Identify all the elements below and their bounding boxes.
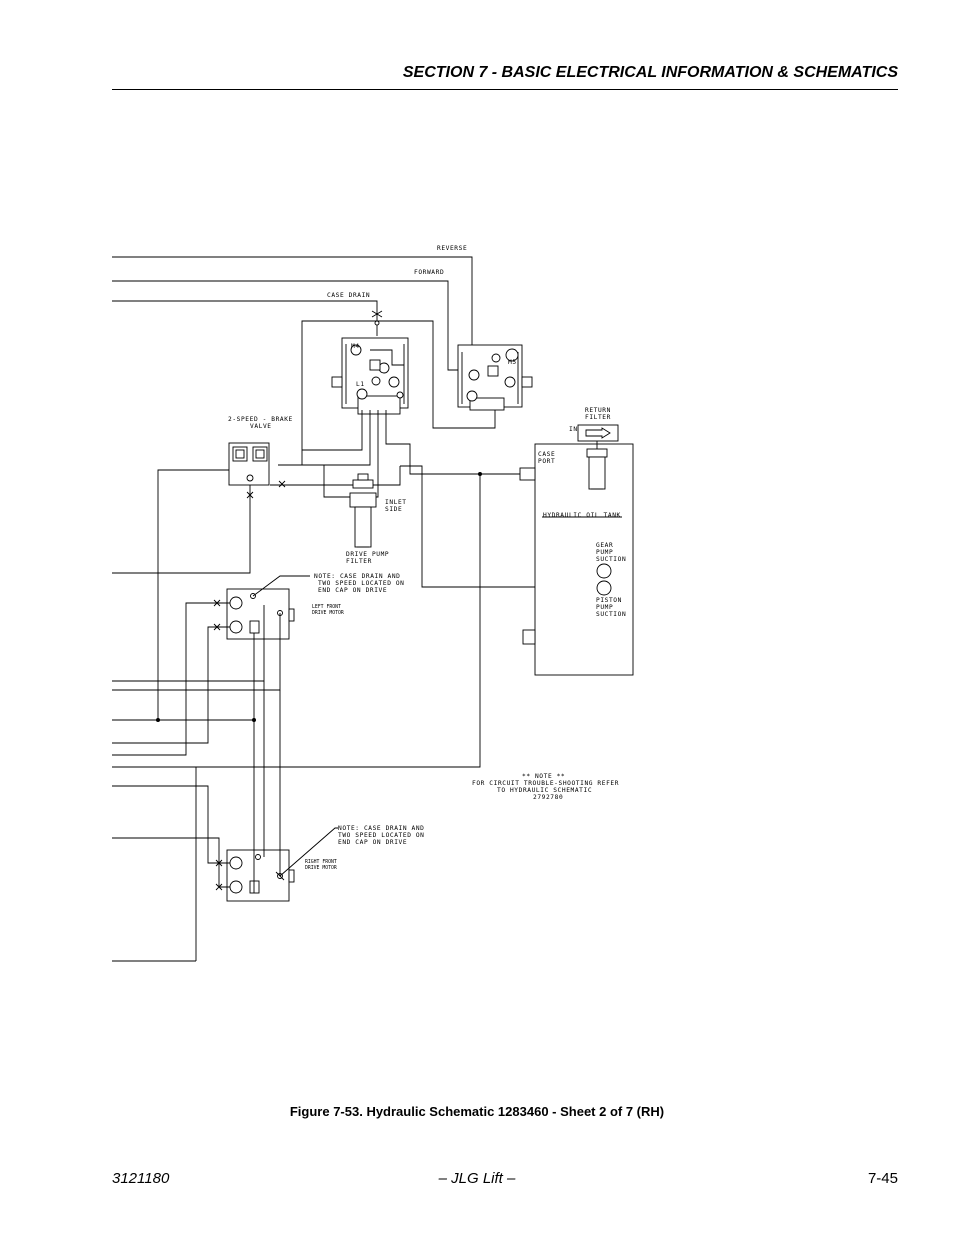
label-drive-pump-filter-2: FILTER	[346, 558, 372, 565]
drive-pump-filter	[349, 473, 377, 548]
label-return-filter-1: RETURN	[585, 407, 611, 414]
label-main-note-1: ** NOTE **	[522, 773, 565, 780]
label-case-port-2: PORT	[538, 458, 555, 465]
label-forward: FORWARD	[414, 269, 444, 276]
label-drive-pump-filter-1: DRIVE PUMP	[346, 551, 389, 558]
label-note1-1: NOTE: CASE DRAIN AND	[314, 573, 401, 580]
label-main-note-3: TO HYDRAULIC SCHEMATIC	[497, 787, 592, 794]
label-in: IN	[569, 426, 578, 433]
label-main-note-4: 2792780	[533, 794, 563, 801]
label-m5: M5	[508, 359, 517, 366]
doc-number: 3121180	[112, 1170, 170, 1187]
label-case-drain: CASE DRAIN	[327, 292, 370, 299]
section-title: SECTION 7 - BASIC ELECTRICAL INFORMATION…	[402, 64, 898, 81]
schematic-labels: REVERSE FORWARD CASE DRAIN M4 L1 M5 RETU…	[228, 245, 626, 871]
label-note1-3: END CAP ON DRIVE	[318, 587, 387, 594]
label-hydraulic-oil-tank: HYDRAULIC OIL TANK	[543, 512, 621, 519]
label-main-note-2: FOR CIRCUIT TROUBLE-SHOOTING REFER	[472, 780, 619, 787]
header-rule	[112, 89, 898, 90]
label-piston-pump-suction-3: SUCTION	[596, 611, 626, 618]
pump-lines	[112, 256, 496, 465]
figure-caption: Figure 7-53. Hydraulic Schematic 1283460…	[289, 1104, 665, 1119]
piston-pump-m5	[457, 344, 533, 411]
left-front-drive-motor	[112, 472, 482, 768]
label-note2-1: NOTE: CASE DRAIN AND	[338, 825, 425, 832]
label-gear-pump-suction-2: PUMP	[596, 549, 613, 556]
label-left-front-motor-1: LEFT FRONT	[312, 604, 341, 610]
label-right-front-motor-1: RIGHT FRONT	[305, 859, 337, 865]
label-note2-2: TWO SPEED LOCATED ON	[338, 832, 425, 839]
label-return-filter-2: FILTER	[585, 414, 611, 421]
label-piston-pump-suction-2: PUMP	[596, 604, 613, 611]
hydraulic-oil-tank	[519, 424, 634, 676]
piston-pump-m4	[331, 337, 409, 415]
page-number: 7-45	[867, 1170, 898, 1187]
label-inlet-side-1: INLET	[385, 499, 407, 506]
brand-footer: – JLG Lift –	[438, 1170, 516, 1187]
right-front-drive-motor	[112, 681, 338, 962]
label-reverse: REVERSE	[437, 245, 467, 252]
brake-valve	[112, 442, 286, 720]
label-l1: L1	[356, 381, 365, 388]
label-piston-pump-suction-1: PISTON	[596, 597, 622, 604]
label-gear-pump-suction-1: GEAR	[596, 542, 613, 549]
label-brake-valve-1: 2-SPEED - BRAKE	[228, 416, 293, 423]
label-inlet-side-2: SIDE	[385, 506, 402, 513]
label-case-port-1: CASE	[538, 451, 555, 458]
label-note1-2: TWO SPEED LOCATED ON	[318, 580, 405, 587]
label-brake-valve-2: VALVE	[250, 423, 272, 430]
label-right-front-motor-2: DRIVE MOTOR	[305, 865, 337, 871]
pump-outlet-lines	[270, 410, 598, 588]
label-left-front-motor-2: DRIVE MOTOR	[312, 610, 344, 616]
label-m4: M4	[351, 343, 360, 350]
label-gear-pump-suction-3: SUCTION	[596, 556, 626, 563]
label-note2-3: END CAP ON DRIVE	[338, 839, 407, 846]
